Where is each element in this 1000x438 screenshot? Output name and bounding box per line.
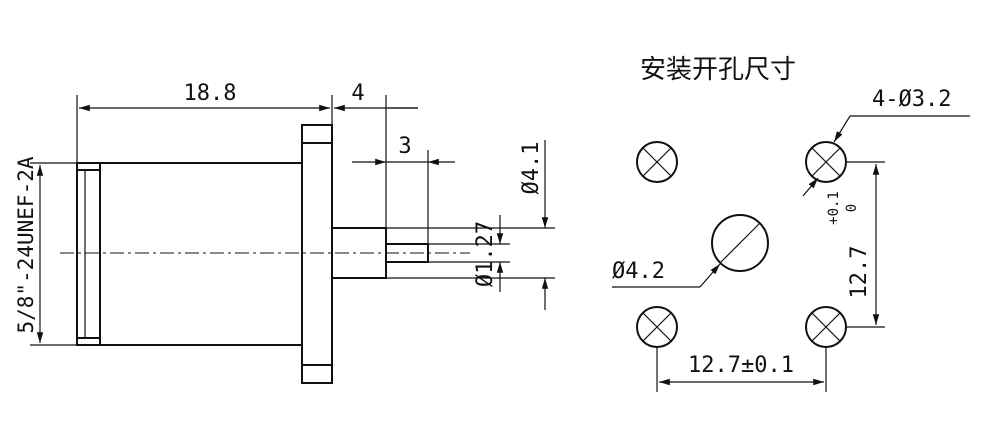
vertical-tol-lower: 0 <box>844 204 860 212</box>
dim-pin-length: 3 <box>398 134 411 159</box>
thread-spec: 5/8"-24UNEF-2A <box>14 156 38 333</box>
mount-hole-bottom-right <box>805 306 847 348</box>
mount-holes-spec: 4-Ø3.2 <box>872 87 951 112</box>
mounting-flange <box>301 124 333 384</box>
vertical-tol-upper: +0.1 <box>826 191 842 225</box>
connector-side-view: 18.8 4 3 Ø4.1 Ø1.27 5/8"-24UNEF-2A <box>14 81 555 384</box>
center-hole-spec: Ø4.2 <box>612 259 665 284</box>
dim-outer-pin-dia: Ø4.1 <box>519 142 544 195</box>
mount-hole-top-right <box>805 141 847 183</box>
dim-flange-to-pin: 4 <box>351 81 364 106</box>
dim-body-length: 18.8 <box>184 81 237 106</box>
mount-hole-top-left <box>636 141 678 183</box>
dim-pin-dia: Ø1.27 <box>473 221 498 287</box>
threaded-body <box>76 162 303 346</box>
vertical-spacing: 12.7 <box>847 246 872 299</box>
center-hole <box>711 214 769 272</box>
horizontal-spacing: 12.7±0.1 <box>688 353 794 378</box>
mount-hole-bottom-left <box>636 306 678 348</box>
mounting-hole-pattern: 安装开孔尺寸 4-Ø3.2 <box>612 55 970 392</box>
hole-pattern-title: 安装开孔尺寸 <box>640 55 796 85</box>
